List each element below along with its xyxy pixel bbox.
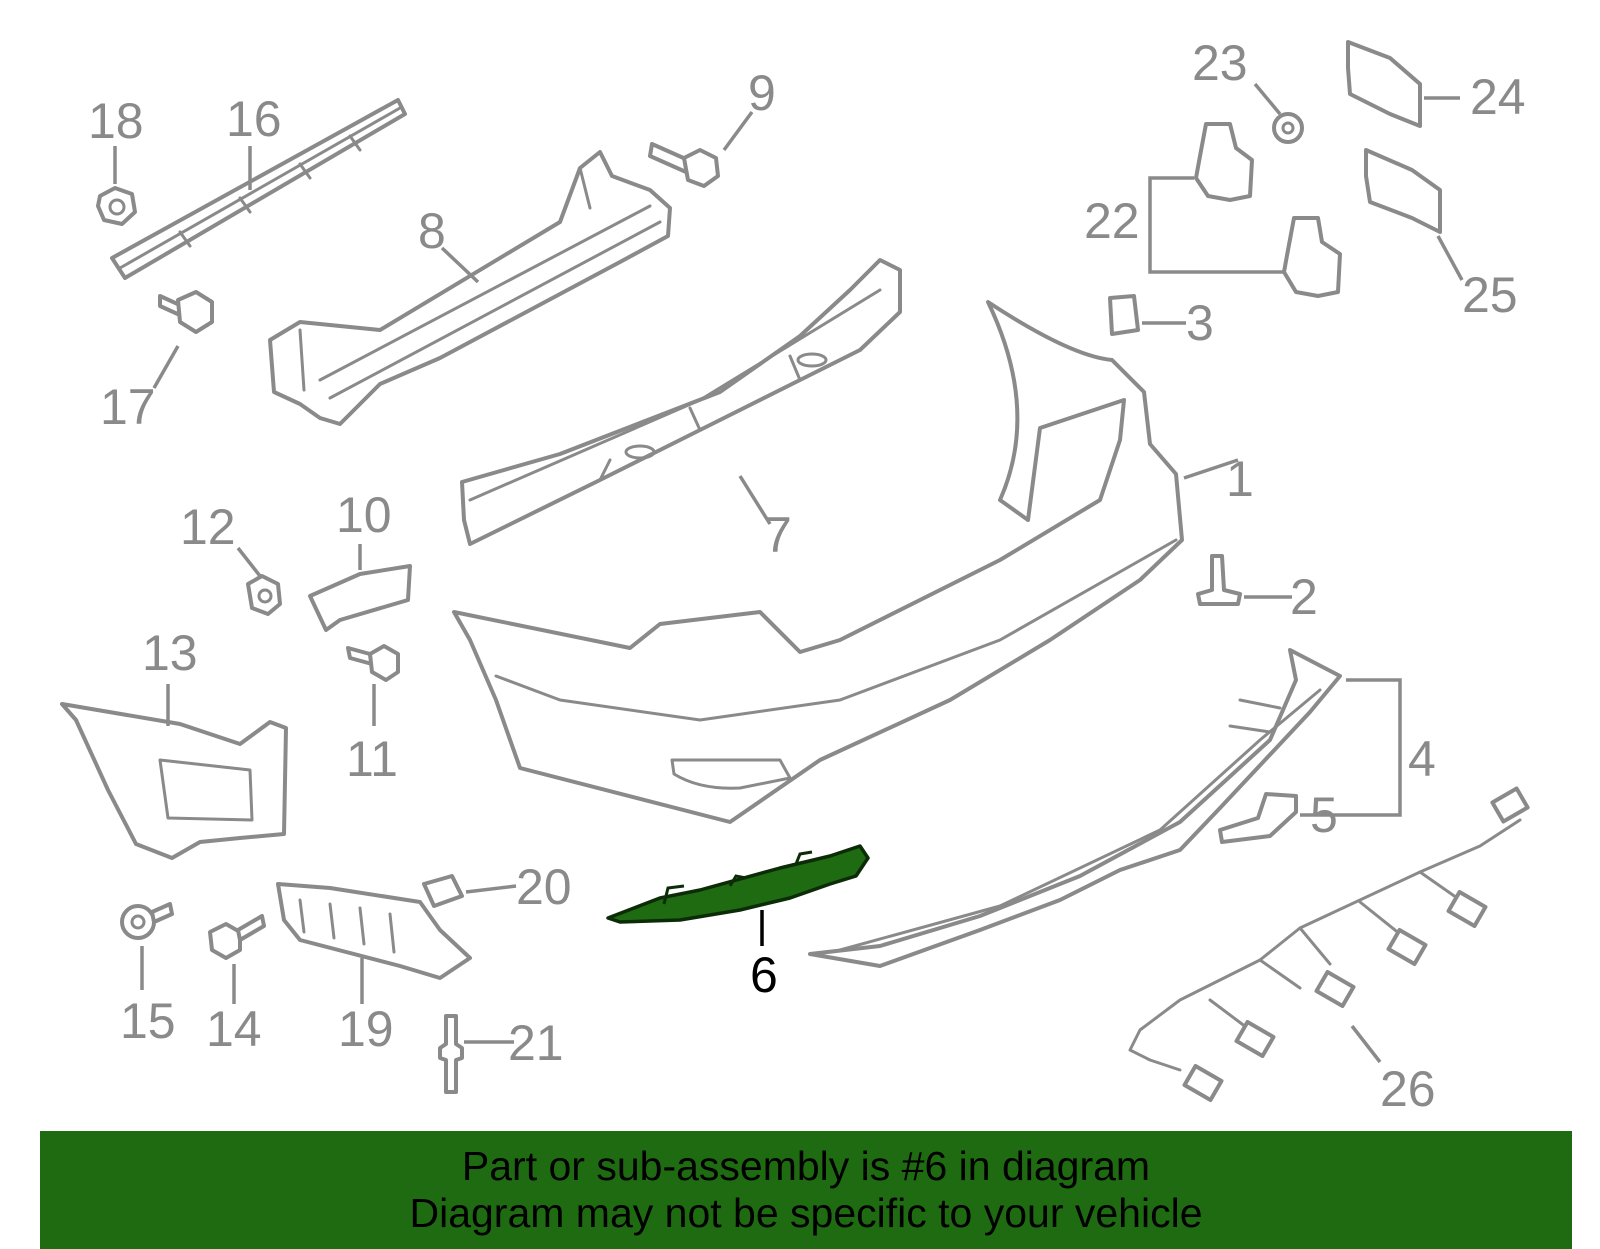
callout-9: 9 bbox=[748, 65, 776, 121]
part-7-energy-absorber[interactable] bbox=[460, 258, 902, 546]
part-1-bumper-cover[interactable] bbox=[452, 300, 1184, 824]
part-15-nut[interactable] bbox=[120, 902, 174, 940]
callout-4: 4 bbox=[1408, 731, 1436, 787]
callout-20: 20 bbox=[516, 859, 572, 915]
callout-14: 14 bbox=[206, 1001, 262, 1057]
part-24-bracket[interactable] bbox=[1346, 40, 1422, 128]
part-5-bracket[interactable] bbox=[1218, 792, 1298, 844]
callout-16: 16 bbox=[226, 91, 282, 147]
callout-11: 11 bbox=[346, 731, 398, 787]
callout-12: 12 bbox=[180, 499, 236, 555]
part-14-bolt[interactable] bbox=[208, 914, 266, 960]
part-4-lower-valance[interactable] bbox=[808, 648, 1342, 968]
leader-lines bbox=[113, 82, 1464, 1064]
callout-18: 18 bbox=[88, 93, 144, 149]
callout-17: 17 bbox=[100, 379, 156, 435]
callout-10: 10 bbox=[336, 487, 392, 543]
callout-21: 21 bbox=[508, 1015, 564, 1071]
part-20-clip[interactable] bbox=[422, 874, 464, 908]
part-25-bracket[interactable] bbox=[1364, 148, 1442, 234]
callout-7: 7 bbox=[764, 507, 792, 563]
part-6-highlighted-strip[interactable] bbox=[606, 844, 870, 924]
part-10-bracket[interactable] bbox=[308, 564, 412, 632]
part-12-nut[interactable] bbox=[246, 574, 282, 616]
part-22-sensor-upper[interactable] bbox=[1194, 122, 1254, 202]
callout-1: 1 bbox=[1226, 451, 1254, 507]
callout-24: 24 bbox=[1470, 69, 1526, 125]
callout-23: 23 bbox=[1192, 35, 1248, 91]
part-3-clip[interactable] bbox=[1108, 294, 1140, 336]
part-2-push-pin[interactable] bbox=[1196, 554, 1242, 606]
part-17-bolt[interactable] bbox=[158, 290, 214, 334]
part-22-sensor-lower[interactable] bbox=[1282, 216, 1342, 298]
part-26-wiring-harness[interactable] bbox=[1128, 786, 1530, 1103]
footer-line-1: Part or sub-assembly is #6 in diagram bbox=[461, 1143, 1151, 1189]
callout-2: 2 bbox=[1290, 569, 1318, 625]
part-11-bolt[interactable] bbox=[346, 644, 400, 682]
callout-labels: 1 2 3 4 5 6 7 8 9 10 11 12 13 14 15 16 1… bbox=[88, 35, 1526, 1117]
callout-3: 3 bbox=[1186, 295, 1214, 351]
callout-6: 6 bbox=[750, 947, 778, 1003]
callout-19: 19 bbox=[338, 1001, 394, 1057]
part-21-rivet[interactable] bbox=[438, 1014, 464, 1094]
part-18-nut[interactable] bbox=[96, 186, 137, 226]
callout-22: 22 bbox=[1084, 193, 1140, 249]
part-19-panel[interactable] bbox=[276, 882, 472, 980]
part-9-bolt[interactable] bbox=[648, 142, 720, 188]
callout-15: 15 bbox=[120, 993, 176, 1049]
callout-26: 26 bbox=[1380, 1061, 1436, 1117]
callout-5: 5 bbox=[1310, 787, 1338, 843]
callout-8: 8 bbox=[418, 203, 446, 259]
diagram-footer: Part or sub-assembly is #6 in diagram Di… bbox=[40, 1131, 1572, 1249]
part-8-reinforcement-beam[interactable] bbox=[268, 150, 672, 426]
callout-13: 13 bbox=[142, 625, 198, 681]
part-16-reinforcement-strip[interactable] bbox=[110, 98, 407, 280]
part-13-bracket[interactable] bbox=[60, 702, 288, 860]
parts-diagram: 1 2 3 4 5 6 7 8 9 10 11 12 13 14 15 16 1… bbox=[60, 35, 1530, 1117]
part-23-clip[interactable] bbox=[1272, 112, 1304, 144]
footer-line-2: Diagram may not be specific to your vehi… bbox=[409, 1190, 1203, 1236]
callout-25: 25 bbox=[1462, 267, 1518, 323]
